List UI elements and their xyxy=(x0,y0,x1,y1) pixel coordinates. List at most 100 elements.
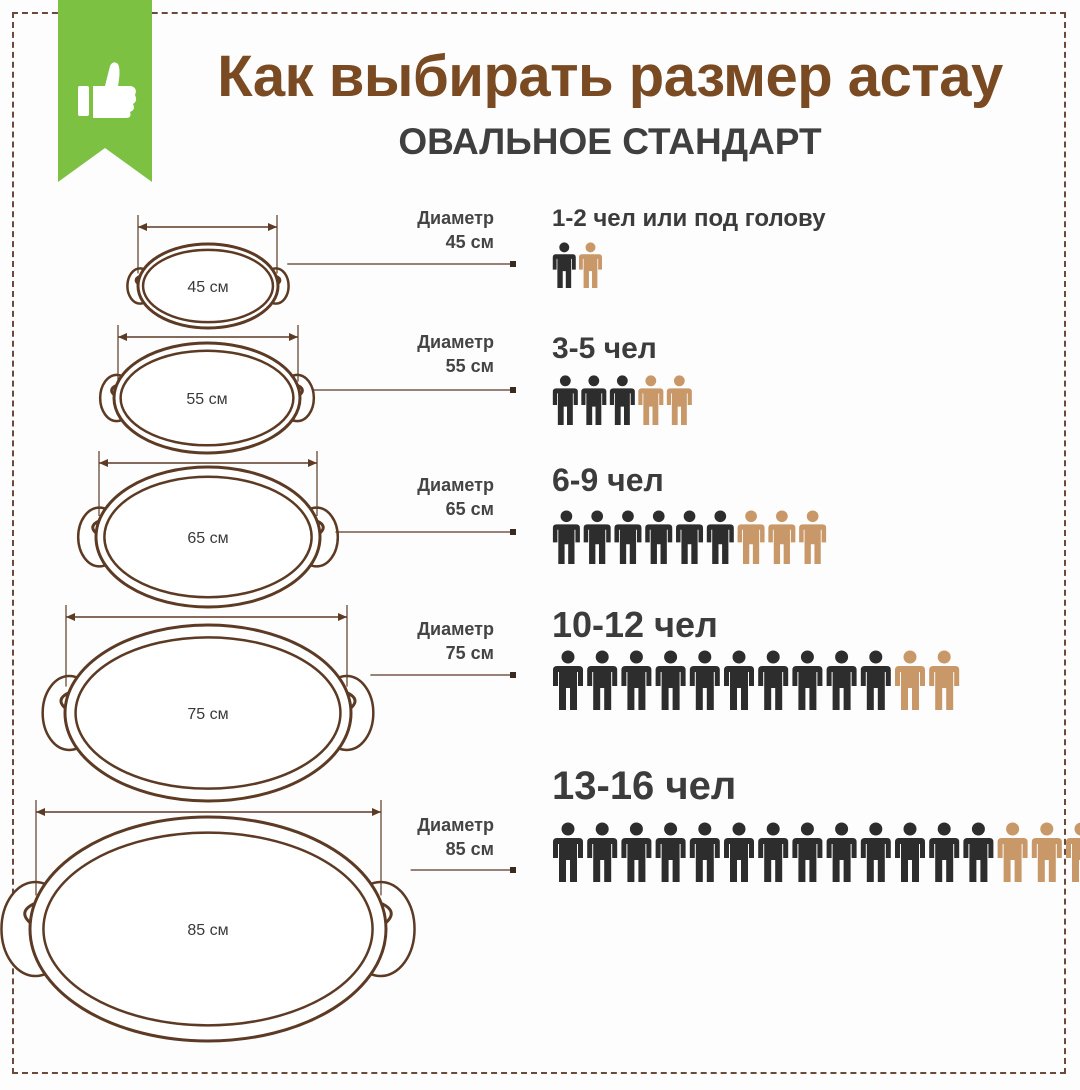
diameter-word: Диаметр xyxy=(417,332,494,352)
arrow-head xyxy=(118,333,127,341)
diameter-label: Диаметр 45 см xyxy=(314,206,494,254)
person-icon xyxy=(895,822,925,882)
leader-end xyxy=(510,529,516,535)
person-icon xyxy=(860,822,891,882)
tray-inner-rim xyxy=(119,349,295,447)
person-icon xyxy=(638,375,664,425)
person-icon xyxy=(929,650,960,710)
diameter-label: Диаметр 55 см xyxy=(314,330,494,378)
person-icon xyxy=(758,650,789,710)
arrow-head xyxy=(289,333,298,341)
person-icon xyxy=(614,510,642,564)
arrow-head xyxy=(36,808,45,816)
person-icon xyxy=(676,510,704,564)
tray-size-label: 75 см xyxy=(187,706,228,723)
person-icon xyxy=(826,650,857,710)
person-icon xyxy=(724,822,754,882)
diameter-label: Диаметр 65 см xyxy=(314,473,494,521)
people-count-label: 3-5 чел xyxy=(552,332,657,365)
tray-size-label: 45 см xyxy=(187,279,228,296)
people-count-label: 10-12 чел xyxy=(552,604,718,645)
tray-4: 75 см xyxy=(41,605,516,803)
person-icon xyxy=(724,650,754,710)
person-icon xyxy=(666,375,692,425)
person-icon xyxy=(689,822,720,882)
person-icon xyxy=(792,822,823,882)
diameter-value: 75 см xyxy=(445,643,494,663)
people-count-label: 6-9 чел xyxy=(552,462,664,498)
tray-inner-rim xyxy=(141,248,275,324)
diameter-label: Диаметр 75 см xyxy=(314,617,494,665)
person-icon xyxy=(552,242,576,288)
diameter-word: Диаметр xyxy=(417,619,494,639)
tray-inner-rim xyxy=(42,831,374,1027)
people-icons xyxy=(553,650,960,710)
person-icon xyxy=(578,242,602,288)
arrow-head xyxy=(268,223,277,231)
arrow-head xyxy=(372,808,381,816)
tray-inner-rim xyxy=(103,475,313,599)
person-icon xyxy=(737,510,765,564)
person-icon xyxy=(860,650,891,710)
person-icon xyxy=(621,822,652,882)
person-icon xyxy=(689,650,720,710)
person-icon xyxy=(621,650,652,710)
people-icons xyxy=(552,375,692,425)
diameter-value: 85 см xyxy=(445,839,494,859)
dashed-frame xyxy=(12,12,1066,1074)
person-icon xyxy=(587,650,618,710)
diameter-value: 55 см xyxy=(445,356,494,376)
person-icon xyxy=(792,650,823,710)
person-icon xyxy=(655,650,686,710)
arrow-head xyxy=(338,613,347,621)
person-icon xyxy=(799,510,827,564)
person-icon xyxy=(645,510,673,564)
arrow-head xyxy=(308,459,317,467)
tray-size-label: 85 см xyxy=(187,922,228,939)
person-icon xyxy=(963,822,994,882)
page-title: Как выбирать размер астау xyxy=(217,44,1003,109)
leader-end xyxy=(510,867,516,873)
arrow-head xyxy=(138,223,147,231)
thumbs-up-icon xyxy=(58,0,152,182)
person-icon xyxy=(768,510,796,564)
person-icon xyxy=(587,822,618,882)
diameter-word: Диаметр xyxy=(417,815,494,835)
diameter-word: Диаметр xyxy=(417,475,494,495)
tray-2: 55 см xyxy=(98,325,516,455)
person-icon xyxy=(929,822,960,882)
person-icon xyxy=(609,375,635,425)
person-icon xyxy=(552,375,578,425)
person-icon xyxy=(895,650,925,710)
people-icons xyxy=(553,822,1080,882)
diameter-value: 65 см xyxy=(445,499,494,519)
diameter-value: 45 см xyxy=(445,232,494,252)
people-icons xyxy=(552,510,827,564)
person-icon xyxy=(826,822,857,882)
person-icon xyxy=(997,822,1028,882)
tray-1: 45 см xyxy=(126,215,516,330)
people-count-label: 13-16 чел xyxy=(552,764,737,808)
person-icon xyxy=(706,510,734,564)
people-count-label: 1-2 чел или под голову xyxy=(552,205,826,232)
leader-end xyxy=(510,261,516,267)
person-icon xyxy=(655,822,686,882)
tray-size-label: 65 см xyxy=(187,530,228,547)
tray-size-label: 55 см xyxy=(186,391,227,408)
people-icons xyxy=(552,242,602,288)
tray-inner-rim xyxy=(74,636,342,790)
person-icon xyxy=(758,822,789,882)
person-icon xyxy=(553,650,583,710)
diameter-word: Диаметр xyxy=(417,208,494,228)
person-icon xyxy=(553,822,583,882)
diameter-label: Диаметр 85 см xyxy=(314,813,494,861)
person-icon xyxy=(552,510,580,564)
person-icon xyxy=(581,375,607,425)
tray-3: 65 см xyxy=(76,451,516,609)
person-icon xyxy=(1031,822,1062,882)
person-icon xyxy=(583,510,611,564)
person-icon xyxy=(1066,822,1080,882)
leader-end xyxy=(510,387,516,393)
arrow-head xyxy=(99,459,108,467)
